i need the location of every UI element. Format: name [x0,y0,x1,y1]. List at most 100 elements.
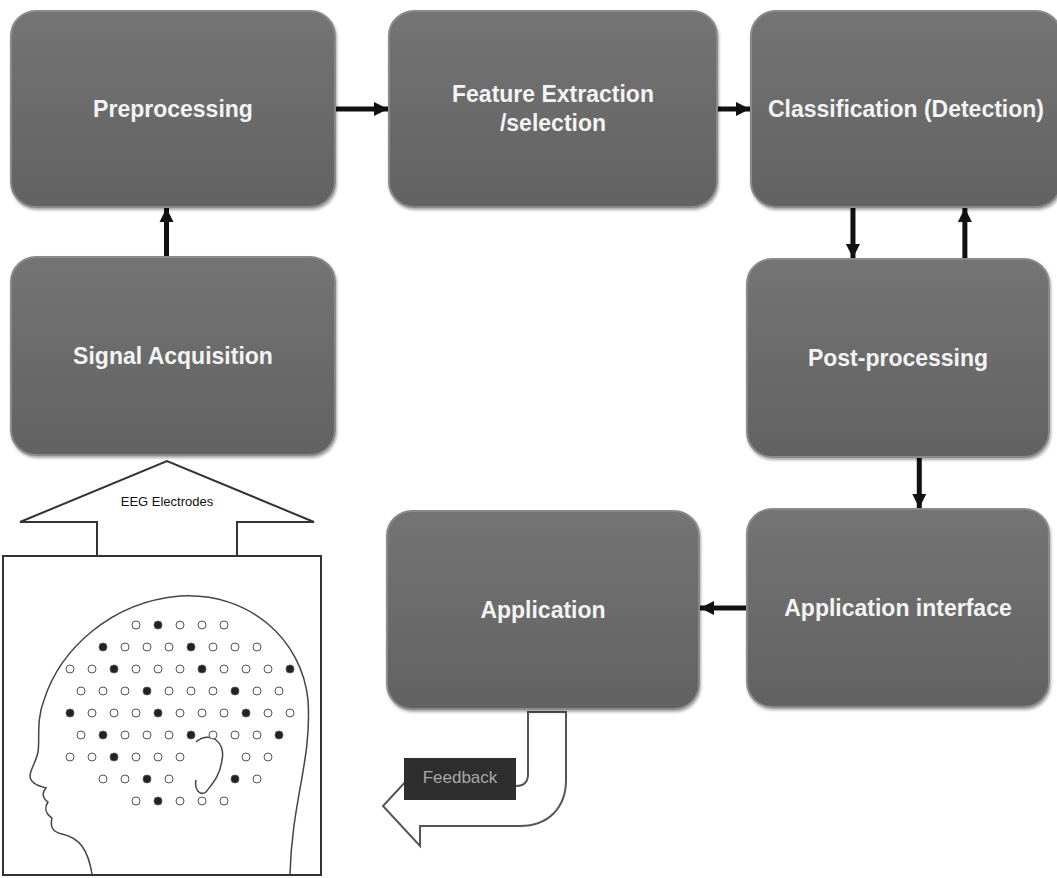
electrode [176,709,184,717]
electrode [231,775,239,783]
flow-arrow [850,208,855,258]
ear [196,737,223,793]
electrode [77,731,85,739]
electrode [198,665,206,673]
box-label: Signal Acquisition [59,342,287,371]
electrode [132,753,140,761]
electrode [66,709,74,717]
electrode [154,621,162,629]
electrode [121,775,129,783]
electrode [154,665,162,673]
electrode [187,687,195,695]
electrode [242,753,250,761]
electrode [220,709,228,717]
electrode [110,665,118,673]
electrode [154,709,162,717]
flow-arrow [336,107,388,112]
electrode [187,731,195,739]
electrode [132,709,140,717]
electrode [220,665,228,673]
electrode [66,665,74,673]
feedback-tag [404,758,516,800]
electrode [198,797,206,805]
electrode [143,731,151,739]
box-label: Feature Extraction /selection [390,80,716,138]
electrode [110,753,118,761]
electrode [99,643,107,651]
process-box: Application interface [746,508,1050,708]
electrode [209,687,217,695]
electrode [286,665,294,673]
electrode [264,753,272,761]
electrode [176,665,184,673]
flow-arrow [700,606,746,611]
electrode [187,643,195,651]
electrode [209,731,217,739]
process-box: Application [386,510,700,710]
electrode [165,775,173,783]
electrode [275,687,283,695]
electrode [88,753,96,761]
electrode [99,775,107,783]
electrode [231,687,239,695]
electrode [99,731,107,739]
electrode [176,753,184,761]
electrode [165,643,173,651]
electrode [275,731,283,739]
box-label: Application interface [770,594,1025,623]
electrode [66,753,74,761]
electrode [253,643,261,651]
electrode [143,643,151,651]
electrode [132,665,140,673]
process-box: Signal Acquisition [10,256,336,456]
electrode [242,709,250,717]
electrode [154,753,162,761]
electrode [154,797,162,805]
electrode [209,643,217,651]
electrode [176,621,184,629]
electrode [110,709,118,717]
electrode [253,731,261,739]
electrode [198,621,206,629]
electrode [121,643,129,651]
electrode [253,687,261,695]
electrode [143,687,151,695]
electrode [242,665,250,673]
electrode [121,687,129,695]
feedback-label: Feedback [406,767,514,789]
input-label: EEG Electrodes [100,494,234,510]
electrode [143,775,151,783]
electrode [220,797,228,805]
electrode [264,709,272,717]
electrode [165,687,173,695]
process-box: Feature Extraction /selection [388,10,718,208]
electrode [231,731,239,739]
electrode [88,665,96,673]
flow-arrow [962,208,967,258]
electrode [231,643,239,651]
head-frame [3,556,321,875]
box-label: Preprocessing [79,95,267,124]
flow-arrow [917,458,922,508]
flow-arrow [718,107,750,112]
box-label: Application [466,596,619,625]
input-arrow [20,461,314,556]
box-label: Post-processing [794,344,1002,373]
electrode [198,709,206,717]
electrode-dots [66,621,294,805]
electrode [121,731,129,739]
electrode [77,687,85,695]
box-label: Classification (Detection) [754,95,1057,124]
electrode [176,797,184,805]
electrode [253,775,261,783]
electrode [88,709,96,717]
electrode [132,797,140,805]
electrode [165,731,173,739]
process-box: Post-processing [746,258,1050,458]
electrode [132,621,140,629]
electrode [264,665,272,673]
flow-arrow [164,208,169,256]
process-box: Classification (Detection) [750,10,1057,208]
electrode [286,709,294,717]
